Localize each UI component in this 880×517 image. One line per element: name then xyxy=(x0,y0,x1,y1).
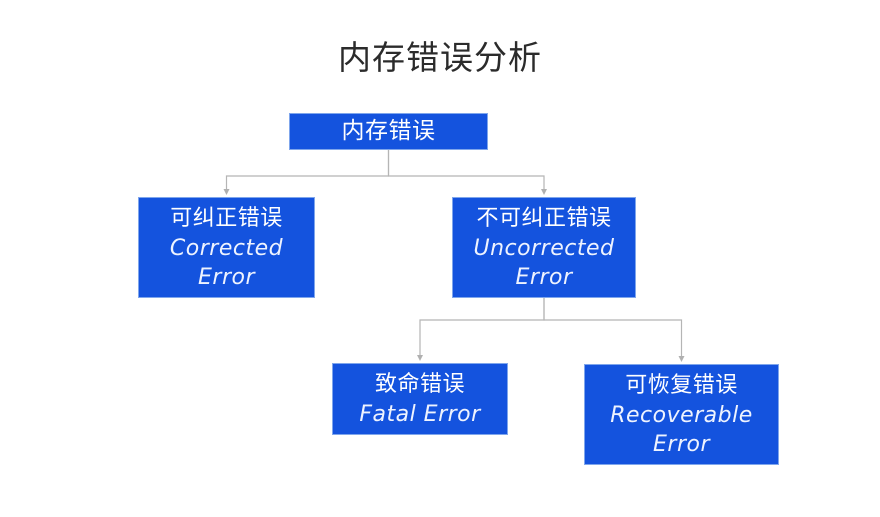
node-label-en-line1: Corrected xyxy=(169,235,284,261)
node-fatal-error[interactable]: 致命错误 Fatal Error xyxy=(332,363,508,435)
node-corrected-error[interactable]: 可纠正错误 Corrected Error xyxy=(138,197,315,298)
node-label-en-line2: Error xyxy=(198,264,255,290)
node-label-en-line1: Fatal Error xyxy=(359,401,481,427)
node-label-cn: 可恢复错误 xyxy=(625,372,738,398)
page-title: 内存错误分析 xyxy=(338,38,542,77)
edge-uncorrected-to-fatal xyxy=(417,298,545,361)
node-label-cn: 致命错误 xyxy=(374,371,465,397)
node-recoverable-error[interactable]: 可恢复错误 Recoverable Error xyxy=(584,364,779,465)
node-label-en-line1: Recoverable xyxy=(610,402,753,428)
node-label-cn: 不可纠正错误 xyxy=(476,205,612,231)
node-uncorrected-error[interactable]: 不可纠正错误 Uncorrected Error xyxy=(452,197,636,298)
edge-uncorrected-to-recoverable xyxy=(543,298,685,362)
node-label-en-line2: Error xyxy=(515,264,573,290)
node-memory-error[interactable]: 内存错误 xyxy=(289,113,488,150)
edge-root-to-corrected xyxy=(223,150,390,195)
node-label-en-line2: Error xyxy=(653,431,710,457)
node-label-cn: 可纠正错误 xyxy=(170,205,283,231)
edge-root-to-uncorrected xyxy=(387,150,547,195)
node-label-cn: 内存错误 xyxy=(341,118,436,144)
node-label-en-line1: Uncorrected xyxy=(473,235,615,261)
